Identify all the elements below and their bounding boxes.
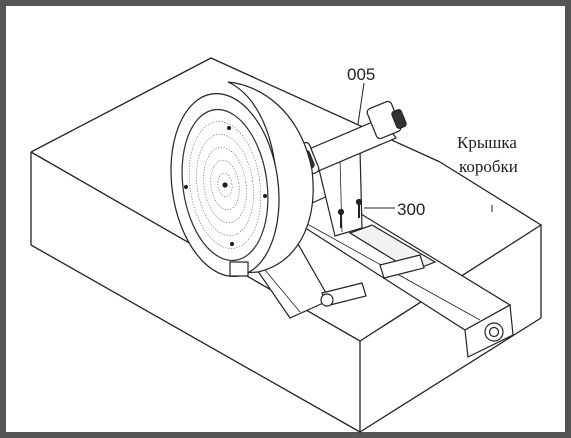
box-label-line1: Крышка (457, 133, 517, 152)
callout-005: 005 (347, 65, 375, 84)
leader-lines (357, 82, 493, 212)
callout-300: 300 (397, 200, 425, 219)
rowing-machine (170, 81, 514, 358)
box-label-line2: коробки (459, 157, 518, 176)
